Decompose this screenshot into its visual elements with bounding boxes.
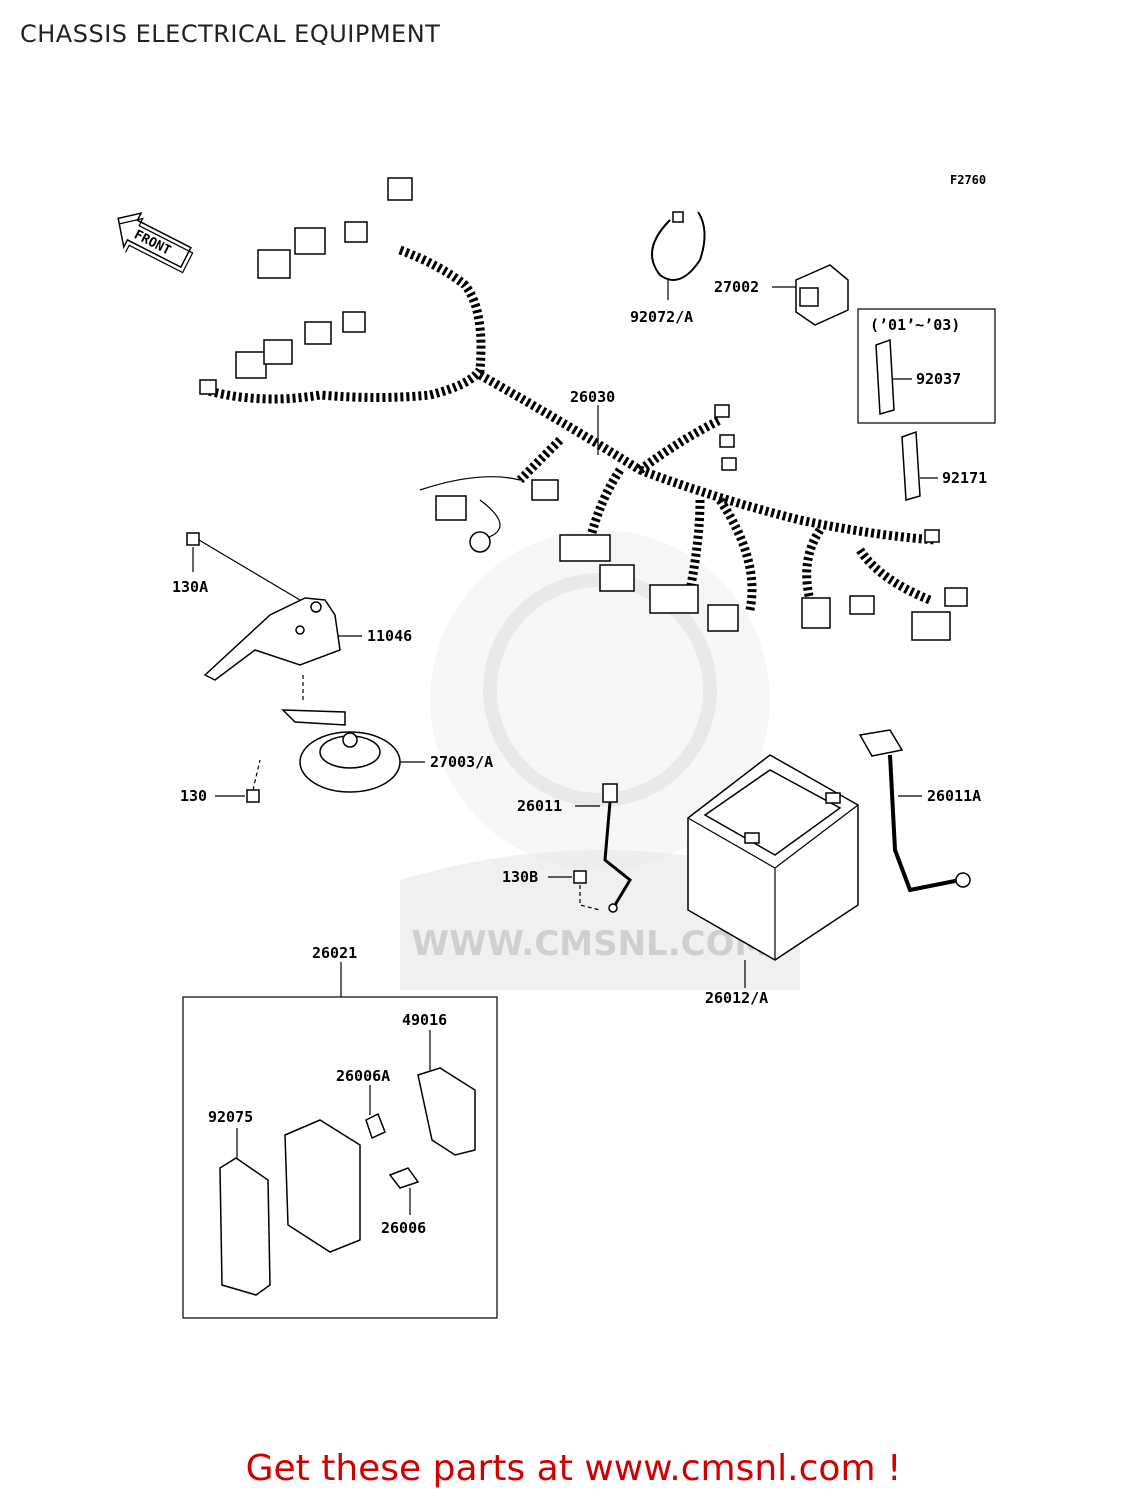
footer-promo-link[interactable]: Get these parts at www.cmsnl.com !: [245, 1448, 902, 1489]
connector-block: [342, 311, 366, 333]
bolt-130A: [186, 532, 301, 601]
label-130: 130: [180, 787, 207, 805]
connector-block: [649, 584, 699, 614]
connector-block: [707, 604, 739, 632]
fuse-26006: [388, 1167, 420, 1189]
connector-block: [559, 534, 611, 562]
connector-block: [849, 595, 875, 615]
parts-diagram: WWW.CMSNL.COM F2760 FRONT: [117, 173, 996, 1319]
label-92171: 92171: [942, 469, 987, 487]
label-92072A: 92072/A: [630, 308, 693, 326]
connector-block: [294, 227, 326, 255]
connector-block: [257, 249, 291, 279]
connector-block: [944, 587, 968, 607]
fuse-92037: [875, 338, 895, 415]
fuse-26006A: [365, 1112, 386, 1140]
cable-strap-92072A: [651, 211, 706, 281]
connector-round: [469, 531, 491, 553]
connector-block: [599, 564, 635, 592]
label-26011A: 26011A: [927, 787, 981, 805]
connector-block: [714, 404, 730, 418]
connector-block: [263, 339, 293, 365]
horn-27003A: [281, 709, 401, 793]
watermark-text: WWW.CMSNL.COM: [412, 924, 769, 964]
year-range-box: [857, 308, 996, 424]
label-26030: 26030: [570, 388, 615, 406]
wire-harness-26030: [199, 177, 968, 641]
battery-26012A: [687, 754, 859, 961]
fuse-box-assembly-frame: [182, 996, 498, 1319]
bracket-11046: [203, 597, 341, 681]
connector-block: [435, 495, 467, 521]
case-92075: [219, 1157, 271, 1296]
cable-26011A: [858, 729, 971, 893]
connector-block: [719, 434, 735, 448]
connector-block: [911, 611, 951, 641]
label-130A: 130A: [172, 578, 208, 596]
bolt-130B: [573, 870, 587, 884]
connector-block: [531, 479, 559, 501]
label-27003A: 27003/A: [430, 753, 493, 771]
label-11046: 11046: [367, 627, 412, 645]
figure-code: F2760: [950, 173, 986, 187]
label-26021: 26021: [312, 944, 357, 962]
connector-block: [387, 177, 413, 201]
connector-block: [344, 221, 368, 243]
year-note: (’01’~’03): [870, 316, 960, 334]
connector-block: [801, 597, 831, 629]
label-27002: 27002: [714, 278, 759, 296]
relay-27002: [795, 264, 849, 326]
label-130B: 130B: [502, 868, 538, 886]
label-92037: 92037: [916, 370, 961, 388]
fuse-box-body: [284, 1119, 361, 1253]
label-26006: 26006: [381, 1219, 426, 1237]
cable-26011: [602, 783, 632, 913]
page-title: CHASSIS ELECTRICAL EQUIPMENT: [20, 20, 441, 48]
label-26012A: 26012/A: [705, 989, 768, 1007]
label-92075: 92075: [208, 1108, 253, 1126]
connector-block: [235, 351, 267, 379]
label-49016: 49016: [402, 1011, 447, 1029]
label-26011: 26011: [517, 797, 562, 815]
label-26006A: 26006A: [336, 1067, 390, 1085]
bolt-130: [246, 759, 261, 803]
connector-block: [199, 379, 217, 395]
connector-block: [924, 529, 940, 543]
front-arrow-icon: FRONT: [117, 212, 194, 274]
connector-block: [304, 321, 332, 345]
fuse-cover-49016: [417, 1067, 476, 1156]
connector-block: [721, 457, 737, 471]
part-92171: [901, 430, 921, 501]
